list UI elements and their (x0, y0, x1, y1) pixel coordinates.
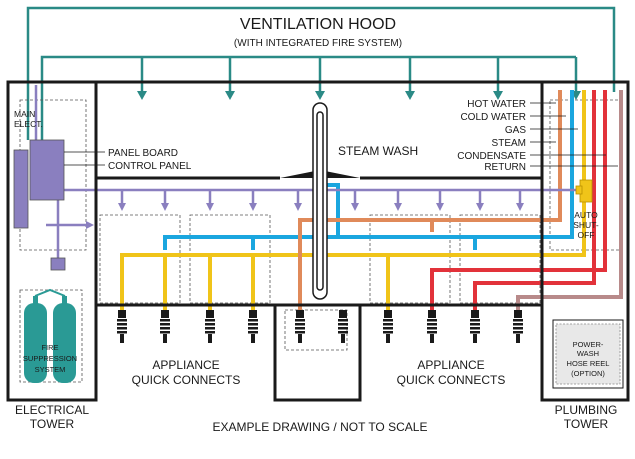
electrical-tower-label: ELECTRICAL (15, 403, 89, 417)
auto-shutoff-label: SHUT- (573, 220, 599, 230)
main-elect-panel (13, 149, 29, 229)
utility-label-hot-water: HOT WATER (467, 99, 526, 110)
vent-duct-loop (26, 6, 616, 140)
plumbing-tower-label: PLUMBING (555, 403, 618, 417)
control-panel-label: CONTROL PANEL (108, 161, 192, 172)
auto-shutoff-label: AUTO (574, 210, 598, 220)
hose-reel-label: POWER- (573, 340, 604, 349)
auto-shutoff-label: OFF (578, 230, 595, 240)
vent-duct-main (40, 55, 576, 155)
appliance-quick-connects-right: APPLIANCE (417, 358, 484, 372)
panel-board-box (29, 139, 65, 201)
page-title: VENTILATION HOOD (240, 16, 396, 33)
quick-connects (117, 310, 523, 343)
appliance-zone (189, 214, 271, 304)
arrowhead (405, 91, 415, 100)
hose-reel-icon (552, 319, 624, 389)
quick-connect-plug (470, 310, 480, 343)
right-tower-outline (540, 80, 630, 402)
electrical-arrowheads (86, 203, 524, 229)
gas-pipe (120, 90, 586, 310)
main-elect-label: MAIN (14, 109, 35, 119)
quick-connect-plug (248, 310, 258, 343)
appliance-zone (284, 309, 348, 351)
center-bay (273, 305, 362, 402)
arrowhead (225, 91, 235, 100)
fire-suppression-label: SYSTEM (35, 365, 66, 374)
left-tower-outline (6, 80, 98, 402)
hose-reel-label: (OPTION) (571, 369, 605, 378)
utility-label-return: RETURN (484, 162, 526, 173)
page-subtitle: (WITH INTEGRATED FIRE SYSTEM) (234, 38, 402, 49)
main-elect-label: ELECT. (14, 119, 43, 129)
leader-lines (64, 102, 618, 167)
control-box (50, 257, 66, 271)
hose-reel-label: WASH (577, 349, 599, 358)
appliance-quick-connects-right: QUICK CONNECTS (397, 373, 506, 387)
quick-connect-plug (160, 310, 170, 343)
electrical-tower-label: TOWER (30, 417, 75, 431)
utility-label-steam: STEAM (492, 138, 526, 149)
arrowhead (493, 91, 503, 100)
scale-note: EXAMPLE DRAWING / NOT TO SCALE (213, 420, 428, 434)
arrowhead (137, 91, 147, 100)
hose-reel-label: HOSE REEL (567, 359, 610, 368)
arrowhead (315, 91, 325, 100)
quick-connect-plug (205, 310, 215, 343)
panel-board-label: PANEL BOARD (108, 148, 178, 159)
hot-water-pipe (430, 90, 607, 310)
fire-suppression-tanks (24, 288, 76, 383)
auto-shutoff-valve-icon (575, 179, 593, 203)
utility-label-cold-water: COLD WATER (460, 112, 526, 123)
utility-label-gas: GAS (505, 125, 526, 136)
utility-label-condensate: CONDENSATE (457, 151, 526, 162)
hood-outline (6, 80, 630, 402)
fire-suppression-label: SUPPRESSION (23, 354, 77, 363)
quick-connect-plug (295, 310, 305, 343)
appliance-quick-connects-left: QUICK CONNECTS (132, 373, 241, 387)
plumbing-tower-label: TOWER (564, 417, 609, 431)
quick-connect-plug (513, 310, 523, 343)
quick-connect-plug (427, 310, 437, 343)
appliance-quick-connects-left: APPLIANCE (152, 358, 219, 372)
steam-wash-wand (312, 102, 328, 300)
appliance-zone (369, 214, 451, 304)
quick-connect-plug (117, 310, 127, 343)
fire-suppression-label: FIRE (41, 343, 58, 352)
ventilation-ducts (26, 6, 616, 155)
quick-connect-plug (338, 310, 348, 343)
appliance-zone (99, 214, 181, 304)
quick-connect-plug (383, 310, 393, 343)
steam-wash-label: STEAM WASH (338, 144, 418, 158)
appliance-zone (459, 214, 541, 304)
